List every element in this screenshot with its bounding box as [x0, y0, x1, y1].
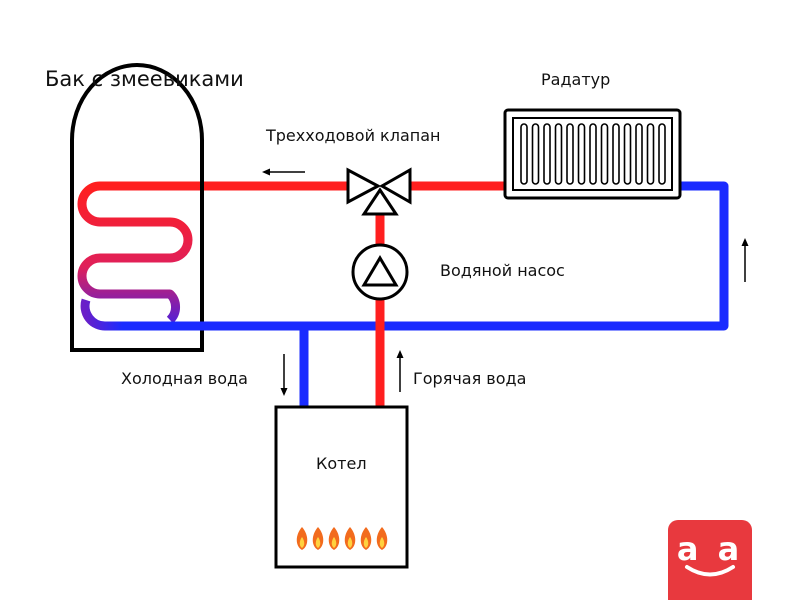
flame-core	[299, 537, 305, 548]
radiator-inner-frame	[512, 117, 673, 191]
radiator-fin	[612, 123, 620, 185]
tank-coil	[77, 181, 200, 324]
radiator-label: Радатур	[541, 70, 610, 89]
radiator-fin	[658, 123, 666, 185]
radiator-fin	[520, 123, 528, 185]
valve-label: Трехходовой клапан	[265, 126, 440, 145]
tank-shape	[70, 63, 204, 352]
site-logo: a a	[668, 520, 752, 600]
arrow-left-icon	[262, 168, 305, 176]
boiler-label: Котел	[316, 454, 367, 473]
radiator-fin	[543, 123, 551, 185]
tank-coil-bottom	[80, 298, 210, 331]
three-way-valve-icon	[346, 167, 412, 216]
radiator-fin	[623, 123, 632, 185]
flame-core	[347, 537, 353, 548]
radiator-fin	[635, 123, 643, 185]
pump-icon	[351, 243, 409, 301]
arrow-down-cold-icon	[280, 354, 288, 396]
radiator-fin	[577, 123, 586, 185]
hot-water-label: Горячая вода	[413, 369, 526, 388]
cold-water-label: Холодная вода	[121, 369, 248, 388]
boiler-shape	[274, 405, 409, 569]
tank-label: Бак с змеевиками	[45, 67, 244, 91]
logo-text: a a	[676, 530, 744, 568]
smile-icon	[685, 565, 735, 577]
flame-core	[363, 537, 369, 548]
arrow-up-right-icon	[741, 238, 749, 282]
arrow-up-hot-icon	[396, 350, 404, 392]
flame-icon	[296, 527, 388, 550]
radiator-fin	[589, 123, 597, 185]
pump-label: Водяной насос	[440, 261, 565, 280]
radiator-fin	[566, 123, 574, 185]
radiator-icon	[503, 108, 682, 200]
radiator-fin	[600, 123, 609, 185]
radiator-fin	[531, 123, 540, 185]
flame-core	[315, 537, 321, 548]
radiator-fin	[646, 123, 655, 185]
cold-pipe-radiator-return	[160, 181, 729, 331]
radiator-fin	[554, 123, 563, 185]
flame-core	[331, 537, 337, 548]
flame-core	[379, 537, 385, 548]
